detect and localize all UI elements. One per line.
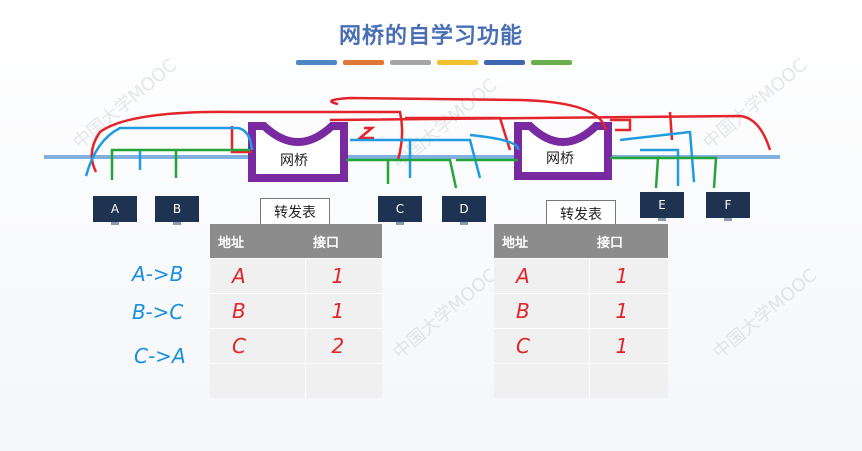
cell-interface: 1 — [588, 328, 668, 364]
cell-interface — [588, 363, 668, 398]
left-table-title: 转发表 — [260, 198, 330, 226]
cell-address: B — [494, 293, 589, 329]
table-row: A 1 — [494, 258, 668, 294]
title-stripes — [296, 60, 572, 65]
cell-address: A — [494, 258, 589, 294]
sequence-step-3: C->A — [134, 344, 186, 368]
right-forwarding-table: 地址 接口 A 1 B 1 C 1 — [494, 224, 668, 398]
header-address: 地址 — [494, 224, 589, 259]
cell-address: C — [494, 328, 589, 364]
stripe — [531, 60, 572, 65]
bridge-2-label: 网桥 — [546, 151, 574, 167]
stripe — [437, 60, 478, 65]
cell-interface: 1 — [304, 293, 382, 329]
table-row: B 1 — [494, 293, 668, 329]
header-address: 地址 — [210, 224, 305, 259]
sequence-step-1: A->B — [132, 262, 184, 286]
cell-address: C — [210, 328, 305, 364]
cell-address — [494, 363, 589, 398]
table-row: C 2 — [210, 328, 382, 364]
stripe — [343, 60, 384, 65]
bridge-1 — [248, 122, 348, 182]
table-row: B 1 — [210, 293, 382, 329]
table-row — [494, 363, 668, 398]
slide-title: 网桥的自学习功能 — [338, 24, 523, 49]
stripe — [484, 60, 525, 65]
host-c: C — [378, 196, 422, 225]
host-a: A — [93, 196, 137, 225]
table-row: C 1 — [494, 328, 668, 364]
table-row: A 1 — [210, 258, 382, 294]
cell-address — [210, 363, 305, 398]
bridge-2 — [514, 122, 612, 180]
cell-address: B — [210, 293, 305, 329]
host-b: B — [155, 196, 199, 225]
header-interface: 接口 — [305, 224, 382, 259]
bridge-1-label: 网桥 — [280, 153, 308, 169]
cell-interface: 1 — [304, 258, 382, 294]
stripe — [296, 60, 337, 65]
table-row — [210, 363, 382, 398]
green-arrows — [110, 148, 718, 189]
cell-interface — [304, 363, 382, 398]
sequence-step-2: B->C — [132, 300, 184, 324]
cell-interface: 2 — [304, 328, 382, 364]
host-e: E — [640, 192, 684, 221]
stripe — [390, 60, 431, 65]
host-d: D — [442, 196, 486, 225]
header-interface: 接口 — [589, 224, 668, 259]
cell-interface: 1 — [588, 258, 668, 294]
cell-interface: 1 — [588, 293, 668, 329]
red-arrows — [90, 96, 772, 173]
right-table-title: 转发表 — [546, 200, 616, 228]
left-forwarding-table: 地址 接口 A 1 B 1 C 2 — [210, 224, 382, 398]
blue-arrows — [84, 126, 696, 186]
host-f: F — [706, 192, 750, 221]
cell-address: A — [210, 258, 305, 294]
